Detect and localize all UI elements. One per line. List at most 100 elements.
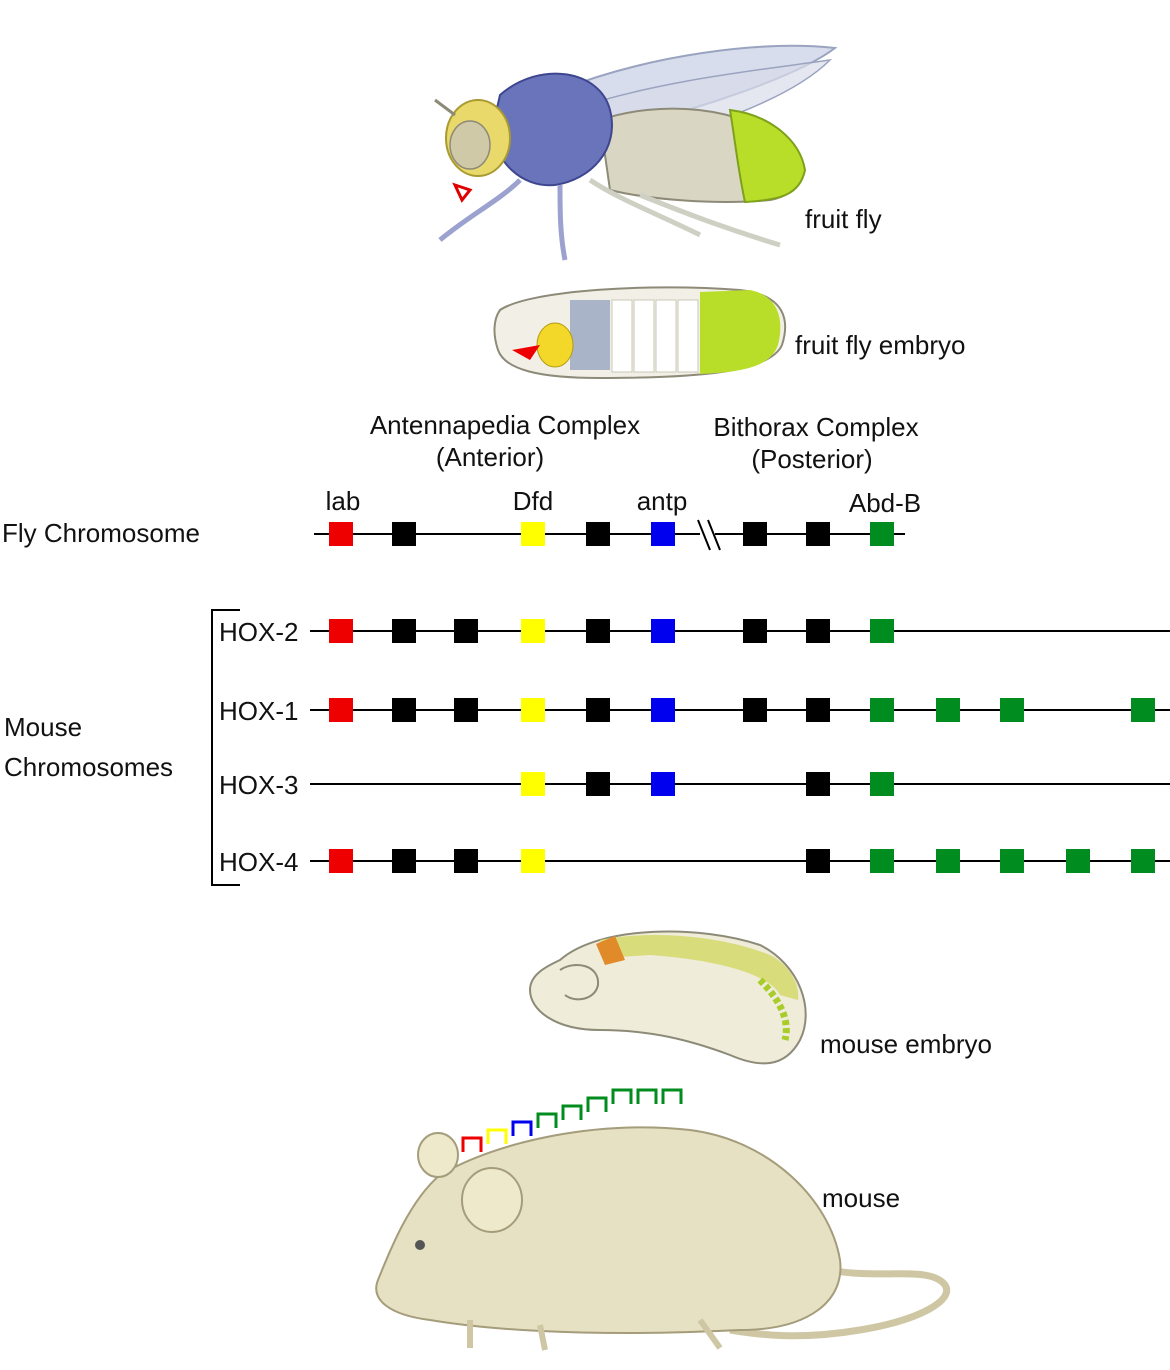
- fly-abdomen-posterior: [728, 108, 807, 204]
- mouse-gene-yellow: [521, 772, 545, 796]
- mouse-gene-green: [870, 772, 894, 796]
- fruit-fly-illustration: [434, 44, 838, 261]
- mouse-gene-black: [743, 698, 767, 722]
- bithorax-posterior-label: (Posterior): [751, 444, 872, 474]
- fly-leg: [438, 178, 522, 242]
- mouse-gene-black: [586, 698, 610, 722]
- fly-chromosome-label: Fly Chromosome: [2, 518, 200, 548]
- mouse-gene-black: [806, 849, 830, 873]
- mouse-embryo-label: mouse embryo: [820, 1029, 992, 1059]
- mouse-chromosomes-label-line2: Chromosomes: [4, 752, 173, 782]
- fruit-fly-label: fruit fly: [805, 204, 882, 234]
- mouse-chromosome-hox-1: HOX-1: [219, 696, 1170, 726]
- mouse-gene-green: [1131, 849, 1155, 873]
- mouse-gene-green: [1000, 849, 1024, 873]
- fly-leg: [557, 184, 568, 261]
- mouse-tail: [729, 1266, 951, 1340]
- fly-gene-red: [329, 522, 353, 546]
- mouse-chromosome-hox-2: HOX-2: [219, 617, 1170, 647]
- mouse-gene-yellow: [521, 698, 545, 722]
- fruit-fly-embryo-illustration: [493, 286, 787, 380]
- fly-eye: [449, 120, 491, 170]
- mouse-back-marker-green: [561, 1104, 583, 1120]
- mouse-back-marker-green: [586, 1096, 608, 1112]
- embryo-segment: [655, 299, 677, 373]
- mouse-gene-green: [1000, 698, 1024, 722]
- bithorax-complex-label: Bithorax Complex: [713, 412, 918, 442]
- gene-label-abd-b: Abd-B: [849, 488, 921, 518]
- mouse-gene-green: [936, 698, 960, 722]
- mouse-gene-black: [454, 849, 478, 873]
- gene-label-antp: antp: [637, 486, 688, 516]
- mouse-gene-black: [806, 772, 830, 796]
- mouse-gene-blue: [651, 619, 675, 643]
- embryo-segment: [677, 299, 699, 373]
- fly-gene-yellow: [521, 522, 545, 546]
- mouse-back-marker-blue: [511, 1120, 533, 1136]
- fly-mouthpart: [452, 182, 473, 203]
- mouse-chromosomes-bracket: [211, 609, 240, 886]
- mouse-embryo-neural-tube: [600, 935, 799, 1000]
- mouse-label: mouse: [822, 1183, 900, 1213]
- fly-gene-black: [586, 522, 610, 546]
- mouse-gene-black: [392, 619, 416, 643]
- mouse-embryo-illustration: [528, 930, 807, 1065]
- mouse-gene-yellow: [521, 849, 545, 873]
- fly-chromosome: [314, 519, 905, 551]
- chromosome-name: HOX-1: [219, 696, 298, 726]
- mouse-ear: [461, 1167, 523, 1233]
- antennapedia-anterior-label: (Anterior): [436, 442, 544, 472]
- mouse-gene-green: [1131, 698, 1155, 722]
- mouse-gene-black: [743, 619, 767, 643]
- mouse-back-marker-green: [636, 1088, 658, 1104]
- gene-label-dfd: Dfd: [513, 486, 553, 516]
- mouse-gene-black: [806, 698, 830, 722]
- fly-leg: [639, 192, 781, 248]
- mouse-embryo-head-stripe: [596, 936, 625, 965]
- mouse-gene-black: [454, 619, 478, 643]
- mouse-back-marker-red: [461, 1136, 483, 1152]
- mouse-back-marker-green: [611, 1088, 633, 1104]
- fly-thorax: [490, 72, 613, 187]
- mouse-gene-red: [329, 619, 353, 643]
- mouse-gene-green: [870, 698, 894, 722]
- antennapedia-complex-label: Antennapedia Complex: [370, 410, 640, 440]
- mouse-gene-black: [392, 849, 416, 873]
- mouse-gene-green: [936, 849, 960, 873]
- mouse-gene-black: [806, 619, 830, 643]
- fly-gene-black: [743, 522, 767, 546]
- chromosome-name: HOX-3: [219, 770, 298, 800]
- mouse-gene-green: [870, 849, 894, 873]
- fruit-fly-embryo-label: fruit fly embryo: [795, 330, 966, 360]
- fly-leg: [588, 177, 702, 238]
- fly-gene-black: [806, 522, 830, 546]
- embryo-segment-grey: [570, 300, 610, 370]
- mouse-gene-black: [392, 698, 416, 722]
- mouse-gene-blue: [651, 772, 675, 796]
- mouse-gene-green: [1066, 849, 1090, 873]
- fly-antenna: [434, 98, 456, 117]
- mouse-gene-black: [586, 772, 610, 796]
- mouse-leg: [467, 1318, 723, 1351]
- mouse-chromosomes-label-line1: Mouse: [4, 712, 82, 742]
- mouse-back-marker-yellow: [486, 1128, 508, 1144]
- mouse-chromosome-hox-3: HOX-3: [219, 770, 1170, 800]
- mouse-back-markers: [461, 1088, 683, 1152]
- gene-label-lab: lab: [326, 486, 361, 516]
- mouse-chromosome-hox-4: HOX-4: [219, 847, 1170, 877]
- chromosome-break-mark: [697, 519, 721, 551]
- embryo-segment-red: [512, 345, 540, 360]
- fly-gene-green: [870, 522, 894, 546]
- mouse-gene-black: [586, 619, 610, 643]
- mouse-gene-red: [329, 698, 353, 722]
- mouse-illustration: [375, 1126, 951, 1351]
- embryo-segment-yellow: [536, 322, 574, 368]
- chromosome-name: HOX-4: [219, 847, 298, 877]
- mouse-gene-red: [329, 849, 353, 873]
- mouse-ear: [417, 1132, 459, 1178]
- mouse-embryo-head: [559, 964, 600, 1001]
- mouse-gene-yellow: [521, 619, 545, 643]
- mouse-back-marker-green: [661, 1088, 683, 1104]
